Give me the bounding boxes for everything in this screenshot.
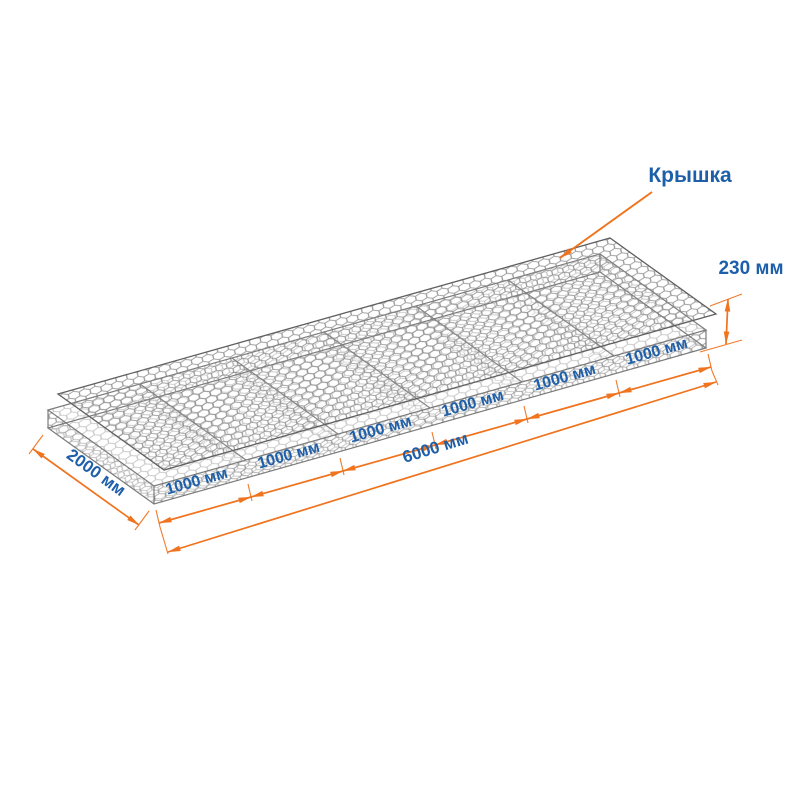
lid-callout: Крышка bbox=[559, 164, 732, 259]
cell-dimension-line bbox=[158, 496, 252, 524]
extension-tick bbox=[155, 509, 161, 528]
extension-line bbox=[699, 339, 743, 353]
dimension-height: 230 мм bbox=[699, 258, 784, 353]
height-dimension-label: 230 мм bbox=[718, 258, 783, 279]
extension-line bbox=[711, 370, 719, 386]
lid-label: Крышка bbox=[648, 164, 732, 187]
lid-outline-edge bbox=[56, 237, 718, 471]
cell-dimension-line bbox=[250, 470, 344, 498]
total-length-dimension-line bbox=[167, 381, 717, 553]
width-dimension-line bbox=[32, 448, 140, 526]
extension-line bbox=[134, 510, 150, 531]
extension-line bbox=[159, 526, 169, 555]
cell-dimension-line bbox=[618, 366, 712, 394]
height-dimension-line bbox=[723, 298, 731, 345]
extension-line bbox=[709, 293, 743, 307]
lid-leader-line bbox=[559, 191, 653, 259]
cell-dimension-line bbox=[526, 392, 620, 420]
extension-line bbox=[28, 434, 44, 455]
